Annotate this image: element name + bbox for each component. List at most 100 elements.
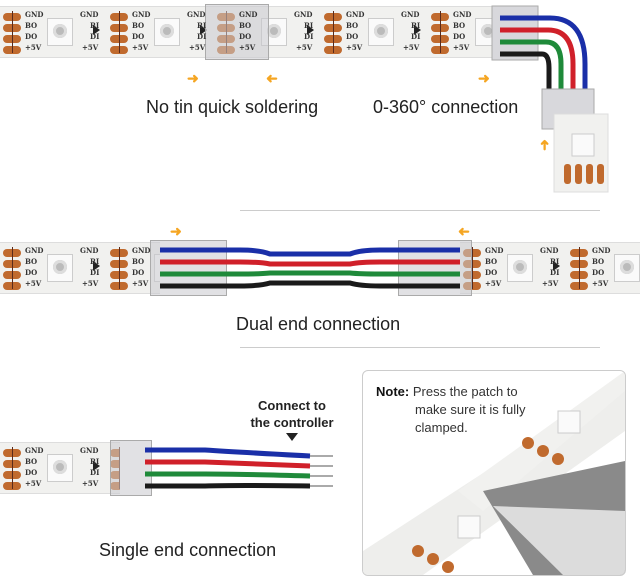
note-label: Note: xyxy=(376,384,410,399)
arrow-icon: ➜ xyxy=(458,223,470,239)
pad-label: DI xyxy=(304,32,314,41)
pad-label: GND xyxy=(294,10,313,19)
pad-label: BI xyxy=(411,21,421,30)
pad-label: DO xyxy=(132,268,145,277)
pad-label: BO xyxy=(25,457,38,466)
pad-label: DI xyxy=(550,268,560,277)
pad-label: DO xyxy=(132,32,145,41)
pad-label: BI xyxy=(90,257,100,266)
direction-arrow-icon xyxy=(200,25,207,35)
pad-label: BI xyxy=(197,21,207,30)
pad-label: +5V xyxy=(132,43,149,52)
direction-arrow-icon xyxy=(553,261,560,271)
pad-label: GND xyxy=(401,10,420,19)
pad-label: +5V xyxy=(25,279,42,288)
pad-label: GND xyxy=(80,10,99,19)
pad-label: DO xyxy=(346,32,359,41)
pad-label: +5V xyxy=(25,479,42,488)
pad-label: +5V xyxy=(132,279,149,288)
arrow-icon: ➜ xyxy=(535,139,552,151)
led-chip xyxy=(47,18,73,46)
note-panel: Note: Press the patch to make sure it is… xyxy=(362,370,626,576)
cut-line xyxy=(333,11,334,53)
direction-arrow-icon xyxy=(93,261,100,271)
arrow-icon: ➜ xyxy=(266,70,278,86)
pad-label: BO xyxy=(239,21,252,30)
pad-label: GND xyxy=(239,10,258,19)
cut-line xyxy=(119,247,120,289)
controller-label-line2: the controller xyxy=(250,415,334,430)
direction-arrow-icon xyxy=(93,461,100,471)
note-text-line2: make sure it is fully xyxy=(415,402,526,417)
led-strip-top: GND BO DO +5V GND BI DI +5V GND BO DO +5V GND BI DI +5V… xyxy=(0,6,500,58)
led-chip xyxy=(47,254,73,282)
cut-line xyxy=(12,11,13,53)
caption-rotation: 0-360° connection xyxy=(373,97,519,117)
pad-label: BI xyxy=(90,457,100,466)
arrow-icon: ➜ xyxy=(478,70,490,86)
pad-label: DO xyxy=(453,32,466,41)
pad-label: +5V xyxy=(542,279,559,288)
arrow-icon: ➜ xyxy=(170,223,182,239)
corner-connector xyxy=(491,5,609,193)
cut-line xyxy=(440,11,441,53)
pad-label: BO xyxy=(592,257,605,266)
pad-label: GND xyxy=(187,10,206,19)
pad-label: +5V xyxy=(25,43,42,52)
pad-label: GND xyxy=(25,446,44,455)
pad-label: DO xyxy=(592,268,605,277)
pad-label: GND xyxy=(453,10,472,19)
pad-label: DI xyxy=(411,32,421,41)
pad-label: +5V xyxy=(485,279,502,288)
direction-arrow-icon xyxy=(93,25,100,35)
triangle-down-icon xyxy=(286,433,298,441)
caption-no-tin: No tin quick soldering xyxy=(146,97,319,117)
pad-label: DI xyxy=(197,32,207,41)
pad-label: DO xyxy=(25,468,38,477)
divider xyxy=(240,347,600,348)
controller-label-line1: Connect to xyxy=(258,398,326,413)
direction-arrow-icon xyxy=(414,25,421,35)
quick-connector xyxy=(205,4,269,60)
pad-label: +5V xyxy=(189,43,206,52)
pad-label: GND xyxy=(540,246,559,255)
cable-wires xyxy=(160,247,460,289)
pad-label: DI xyxy=(90,32,100,41)
pad-label: BI xyxy=(90,21,100,30)
pad-label: GND xyxy=(80,246,99,255)
pad-label: DI xyxy=(90,268,100,277)
cut-line xyxy=(119,11,120,53)
pliers-photo xyxy=(363,371,625,575)
pad-label: GND xyxy=(80,446,99,455)
note-text-line1: Press the patch to xyxy=(412,384,518,399)
pad-label: +5V xyxy=(82,479,99,488)
cut-line xyxy=(472,247,473,289)
strip-segment: GND BO DO +5V GND BI DI +5V xyxy=(0,443,102,493)
direction-arrow-icon xyxy=(307,25,314,35)
caption-dual: Dual end connection xyxy=(236,314,401,334)
pad-label: BO xyxy=(346,21,359,30)
pad-label: +5V xyxy=(82,43,99,52)
pad-label: +5V xyxy=(296,43,313,52)
pad-label: DI xyxy=(90,468,100,477)
controller-label: Connect to the controller xyxy=(240,397,344,431)
pad-label: BI xyxy=(550,257,560,266)
pad-label: BO xyxy=(25,21,38,30)
pad-label: GND xyxy=(346,10,365,19)
led-chip xyxy=(368,18,394,46)
divider xyxy=(240,210,600,211)
cut-line xyxy=(12,247,13,289)
pad-label: GND xyxy=(25,246,44,255)
pad-label: +5V xyxy=(453,43,470,52)
pad-label: +5V xyxy=(239,43,256,52)
pad-label: DO xyxy=(239,32,252,41)
pad-label: GND xyxy=(592,246,611,255)
pad-label: BI xyxy=(304,21,314,30)
